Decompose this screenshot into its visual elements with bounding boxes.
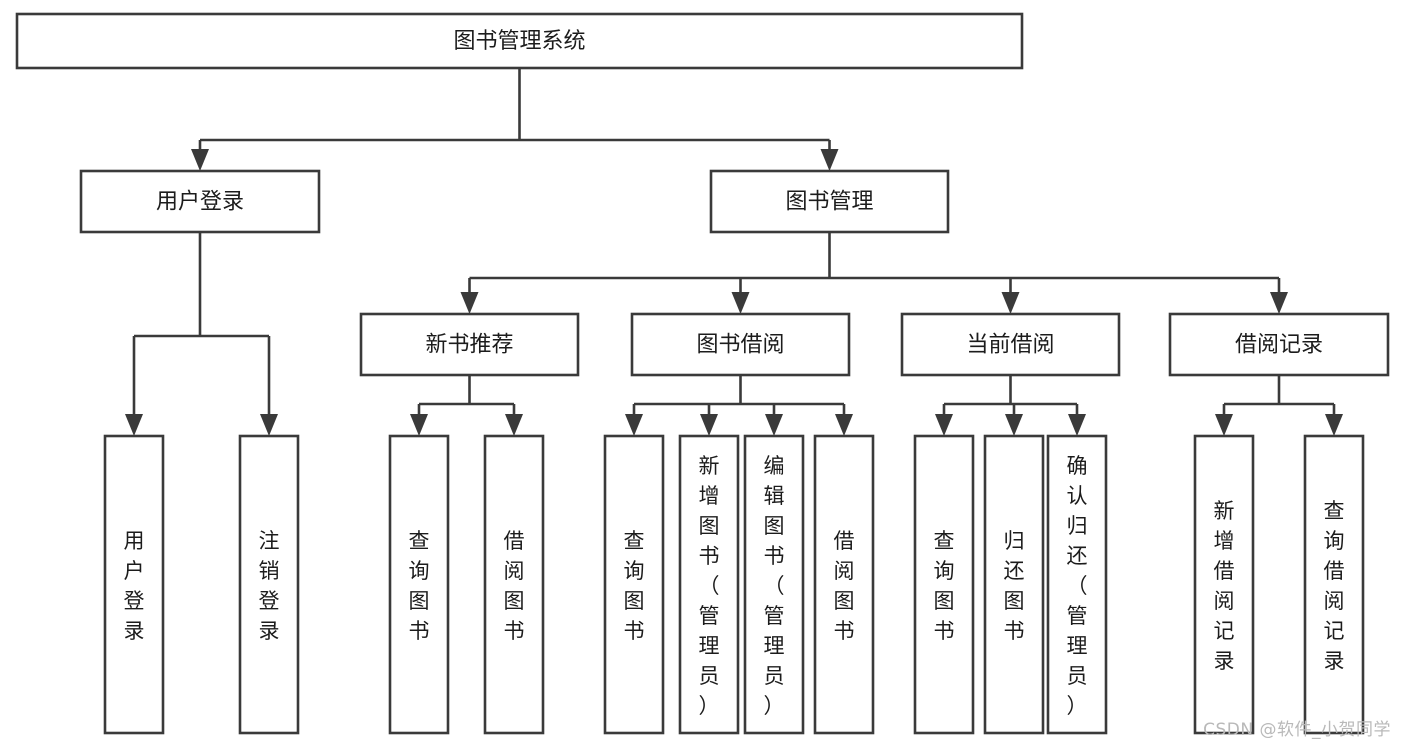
node-label-leaf-edit-book: 编辑图书（管理员） (764, 454, 785, 718)
node-box-leaf-borrow-book-2 (813, 434, 875, 735)
node-label-leaf-query-book-2: 查询图书 (624, 529, 645, 643)
node-box-borrow-record (1168, 312, 1390, 377)
node-label-user-login: 用户登录 (156, 190, 244, 215)
node-box-root (15, 12, 1024, 70)
node-book-management[interactable]: 图书管理 (709, 169, 950, 234)
node-leaf-user-login[interactable]: 用户登录 (103, 434, 165, 735)
node-label-leaf-borrow-book-1: 借阅图书 (504, 529, 525, 643)
node-box-book-borrow (630, 312, 851, 377)
node-leaf-query-book-3[interactable]: 查询图书 (913, 434, 975, 735)
node-root[interactable]: 图书管理系统 (15, 12, 1024, 70)
node-leaf-edit-book[interactable]: 编辑图书（管理员） (743, 434, 805, 735)
node-leaf-add-book[interactable]: 新增图书（管理员） (678, 434, 740, 735)
node-box-leaf-query-book-3 (913, 434, 975, 735)
node-box-leaf-borrow-book-1 (483, 434, 545, 735)
node-leaf-borrow-book-1[interactable]: 借阅图书 (483, 434, 545, 735)
node-label-new-book-recommend: 新书推荐 (425, 333, 513, 358)
node-box-leaf-return-book (983, 434, 1045, 735)
node-label-leaf-add-record: 新增借阅记录 (1214, 499, 1235, 673)
node-box-leaf-edit-book (743, 434, 805, 735)
node-box-leaf-add-record (1193, 434, 1255, 735)
node-leaf-return-book[interactable]: 归还图书 (983, 434, 1045, 735)
node-book-borrow[interactable]: 图书借阅 (630, 312, 851, 377)
node-box-book-management (709, 169, 950, 234)
node-box-user-login (79, 169, 321, 234)
node-label-root: 图书管理系统 (453, 29, 585, 54)
node-borrow-record[interactable]: 借阅记录 (1168, 312, 1390, 377)
node-label-borrow-record: 借阅记录 (1235, 333, 1323, 358)
node-box-leaf-query-book-2 (603, 434, 665, 735)
node-label-leaf-borrow-book-2: 借阅图书 (834, 529, 855, 643)
node-leaf-borrow-book-2[interactable]: 借阅图书 (813, 434, 875, 735)
node-box-current-borrow (900, 312, 1121, 377)
node-box-leaf-confirm-return (1046, 434, 1108, 735)
node-new-book-recommend[interactable]: 新书推荐 (359, 312, 580, 377)
node-box-new-book-recommend (359, 312, 580, 377)
node-label-leaf-return-book: 归还图书 (1004, 529, 1025, 643)
node-label-leaf-query-record: 查询借阅记录 (1324, 499, 1345, 673)
node-layer: 图书管理系统用户登录图书管理新书推荐图书借阅当前借阅借阅记录用户登录注销登录查询… (15, 12, 1390, 735)
node-box-leaf-add-book (678, 434, 740, 735)
node-label-book-management: 图书管理 (785, 190, 873, 215)
node-label-leaf-query-book-1: 查询图书 (409, 529, 430, 643)
node-box-leaf-query-book-1 (388, 434, 450, 735)
node-box-leaf-logout (238, 434, 300, 735)
node-leaf-confirm-return[interactable]: 确认归还（管理员） (1046, 434, 1108, 735)
node-box-leaf-user-login (103, 434, 165, 735)
node-leaf-logout[interactable]: 注销登录 (238, 434, 300, 735)
connector-layer (125, 68, 1343, 436)
node-leaf-query-book-1[interactable]: 查询图书 (388, 434, 450, 735)
node-label-leaf-logout: 注销登录 (259, 529, 280, 643)
node-label-book-borrow: 图书借阅 (696, 333, 784, 358)
node-leaf-add-record[interactable]: 新增借阅记录 (1193, 434, 1255, 735)
node-label-leaf-confirm-return: 确认归还（管理员） (1067, 454, 1088, 718)
node-label-current-borrow: 当前借阅 (966, 333, 1054, 358)
node-user-login[interactable]: 用户登录 (79, 169, 321, 234)
node-current-borrow[interactable]: 当前借阅 (900, 312, 1121, 377)
node-leaf-query-book-2[interactable]: 查询图书 (603, 434, 665, 735)
watermark-text: CSDN @软件_小贺同学 (1203, 720, 1391, 740)
node-label-leaf-query-book-3: 查询图书 (934, 529, 955, 643)
node-label-leaf-add-book: 新增图书（管理员） (699, 454, 720, 718)
node-leaf-query-record[interactable]: 查询借阅记录 (1303, 434, 1365, 735)
node-label-leaf-user-login: 用户登录 (124, 529, 145, 643)
node-box-leaf-query-record (1303, 434, 1365, 735)
